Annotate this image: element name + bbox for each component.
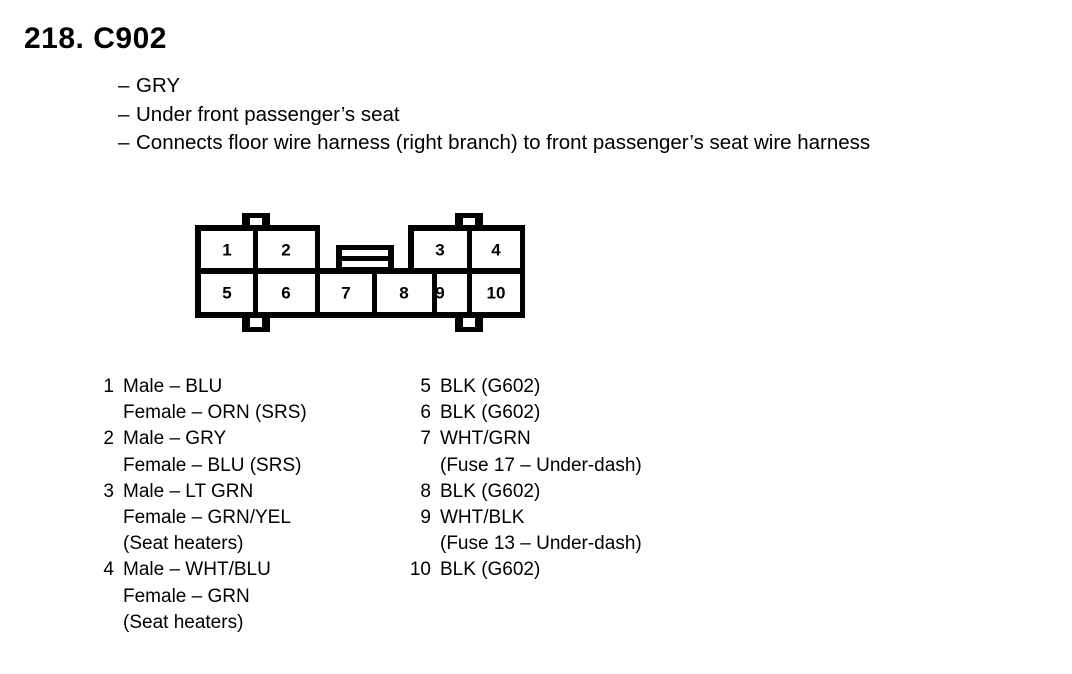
dash-marker: – bbox=[118, 102, 130, 126]
cavity-number-4: 4 bbox=[491, 240, 501, 259]
pin-number: 10 bbox=[409, 559, 431, 581]
pin-line: Female – ORN (SRS) bbox=[123, 402, 307, 424]
pin-description: WHT/GRN (Fuse 17 – Under-dash) bbox=[431, 426, 735, 478]
pin-entry-6: 6 BLK (G602) bbox=[405, 400, 735, 426]
pin-description: Male – GRY Female – BLU (SRS) bbox=[114, 426, 388, 478]
pin-line: BLK (G602) bbox=[440, 402, 541, 424]
dash-marker: – bbox=[118, 131, 130, 154]
pin-number: 3 bbox=[103, 480, 114, 502]
pin-line: Female – GRN/YEL bbox=[123, 507, 291, 529]
pin-entry-7: 7 WHT/GRN (Fuse 17 – Under-dash) bbox=[405, 426, 735, 478]
pin-legend-right: 5 BLK (G602) 6 BLK (G602) 7 WHT/GRN (Fus… bbox=[405, 374, 735, 584]
pin-entry-3: 3 Male – LT GRN Female – GRN/YEL (Seat h… bbox=[88, 479, 388, 558]
pin-number: 6 bbox=[420, 402, 431, 424]
pin-entry-5: 5 BLK (G602) bbox=[405, 374, 735, 400]
cavity-number-3: 3 bbox=[435, 240, 444, 259]
cavity-number-6: 6 bbox=[281, 283, 290, 302]
pin-entry-2: 2 Male – GRY Female – BLU (SRS) bbox=[88, 426, 388, 478]
pin-number: 2 bbox=[103, 428, 114, 450]
description-line: –GRY bbox=[118, 72, 1058, 101]
description-line: –Connects floor wire harness (right bran… bbox=[118, 129, 1058, 158]
pin-line: Male – BLU bbox=[123, 376, 223, 397]
pin-line: (Seat heaters) bbox=[123, 611, 244, 633]
pin-description: BLK (G602) bbox=[431, 479, 735, 505]
pin-number: 8 bbox=[420, 480, 431, 502]
pin-line: BLK (G602) bbox=[440, 376, 541, 397]
pin-line: Male – GRY bbox=[123, 428, 227, 450]
connector-diagram: 1 2 3 4 5 6 7 8 9 10 bbox=[180, 205, 540, 340]
pin-description: BLK (G602) bbox=[431, 400, 735, 426]
pin-number: 5 bbox=[420, 376, 431, 397]
cavity-number-7: 7 bbox=[341, 283, 350, 302]
pin-line: Female – BLU (SRS) bbox=[123, 454, 302, 476]
cavity-number-5: 5 bbox=[222, 283, 231, 302]
dash-marker: – bbox=[118, 74, 130, 97]
pin-line: Male – LT GRN bbox=[123, 480, 254, 502]
pin-entry-10: 10 BLK (G602) bbox=[405, 557, 735, 583]
description-text: GRY bbox=[136, 74, 181, 97]
pin-line: WHT/GRN bbox=[440, 428, 531, 450]
pin-line: Female – GRN bbox=[123, 585, 250, 607]
latch-keyway-icon bbox=[336, 245, 394, 273]
pin-entry-1: 1 Male – BLU Female – ORN (SRS) bbox=[88, 374, 388, 426]
cavity-number-10: 10 bbox=[487, 283, 506, 302]
pin-entry-4: 4 Male – WHT/BLU Female – GRN (Seat heat… bbox=[88, 557, 388, 636]
pin-description: Male – LT GRN Female – GRN/YEL (Seat hea… bbox=[114, 479, 388, 558]
cavity-number-1: 1 bbox=[222, 240, 231, 259]
pin-line: (Seat heaters) bbox=[123, 533, 244, 555]
pin-entry-9: 9 WHT/BLK (Fuse 13 – Under-dash) bbox=[405, 505, 735, 557]
page-title: 218. C902 bbox=[24, 22, 167, 55]
pin-description: WHT/BLK (Fuse 13 – Under-dash) bbox=[431, 505, 735, 557]
cavity-number-8: 8 bbox=[399, 283, 408, 302]
pin-entry-8: 8 BLK (G602) bbox=[405, 479, 735, 505]
pin-line: BLK (G602) bbox=[440, 480, 541, 502]
pin-number: 7 bbox=[420, 428, 431, 450]
pin-line: (Fuse 13 – Under-dash) bbox=[440, 533, 642, 555]
pin-description: Male – BLU Female – ORN (SRS) bbox=[114, 374, 388, 426]
description-text: Connects floor wire harness (right branc… bbox=[136, 131, 871, 154]
pin-number: 1 bbox=[103, 376, 114, 397]
cavity-number-2: 2 bbox=[281, 240, 290, 259]
pin-description: Male – WHT/BLU Female – GRN (Seat heater… bbox=[114, 557, 388, 636]
connector-cavities bbox=[201, 231, 520, 318]
description-line: –Under front passenger’s seat bbox=[118, 101, 1058, 130]
pin-line: WHT/BLK bbox=[440, 507, 525, 529]
cavity-number-9: 9 bbox=[435, 283, 444, 302]
description-text: Under front passenger’s seat bbox=[136, 102, 400, 126]
pin-number: 4 bbox=[103, 559, 114, 581]
pin-number: 9 bbox=[420, 507, 431, 529]
pin-description: BLK (G602) bbox=[431, 374, 735, 400]
pin-line: (Fuse 17 – Under-dash) bbox=[440, 454, 642, 476]
pin-description: BLK (G602) bbox=[431, 557, 735, 583]
pin-line: Male – WHT/BLU bbox=[123, 559, 271, 581]
pin-legend-left: 1 Male – BLU Female – ORN (SRS) 2 Male –… bbox=[88, 374, 388, 636]
pin-line: BLK (G602) bbox=[440, 559, 541, 581]
description-list: –GRY –Under front passenger’s seat –Conn… bbox=[118, 72, 1058, 158]
